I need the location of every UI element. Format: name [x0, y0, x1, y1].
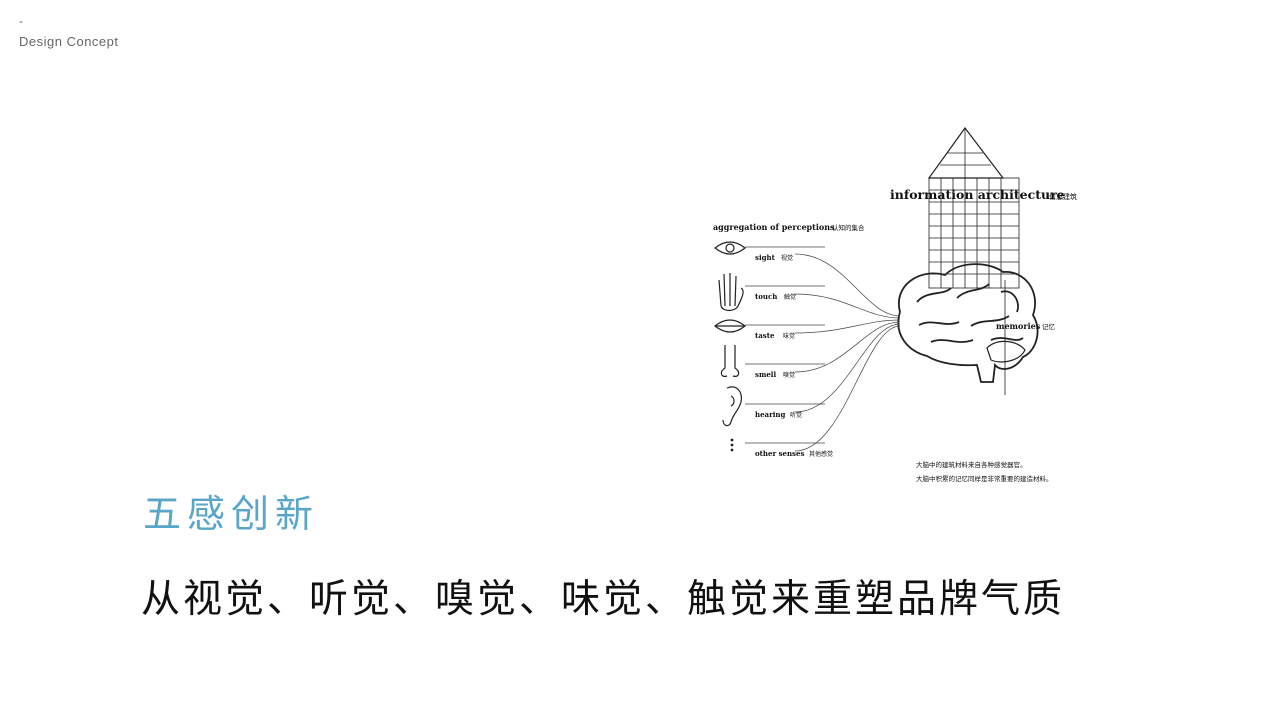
sense-hearing-cn: 听觉 — [790, 411, 802, 419]
sense-sight-en: sight — [755, 253, 776, 262]
ellipsis-icon — [730, 438, 734, 452]
sense-taste-en: taste — [755, 331, 775, 340]
hand-icon — [718, 273, 744, 312]
sense-taste-cn: 味觉 — [783, 332, 795, 340]
sense-sight-cn: 视觉 — [781, 254, 793, 262]
sense-other-cn: 其他感觉 — [809, 450, 833, 458]
sense-other-en: other senses — [755, 449, 804, 458]
title-en: information architecture — [890, 187, 1065, 202]
building-drawing — [927, 126, 1020, 395]
sense-hearing-en: hearing — [755, 410, 786, 419]
sense-connection-lines — [745, 246, 901, 452]
sense-smell-en: smell — [755, 370, 776, 379]
five-senses-illustration: information architecture 信息建筑 aggregatio… — [713, 126, 1077, 483]
sense-smell-cn: 嗅觉 — [783, 371, 795, 379]
memories-cn: 记忆 — [1042, 322, 1056, 331]
memories-en: memories — [996, 321, 1041, 331]
section-label: Design Concept — [19, 34, 119, 49]
eye-icon — [714, 241, 746, 255]
headline: 五感创新 — [143, 492, 320, 536]
mouth-icon — [714, 319, 746, 333]
nose-icon — [720, 345, 740, 377]
sense-touch-cn: 触觉 — [784, 293, 796, 301]
left-heading-cn: 认知的集合 — [832, 223, 865, 232]
brain-drawing — [897, 263, 1039, 383]
subline: 从视觉、听觉、嗅觉、味觉、触觉来重塑品牌气质 — [141, 577, 1066, 622]
title-cn: 信息建筑 — [1049, 192, 1077, 201]
caption-line-2: 大脑中积累的记忆同样是非常重要的建造材料。 — [916, 474, 1053, 483]
ear-icon — [722, 386, 742, 427]
left-heading-en: aggregation of perceptions — [713, 222, 835, 232]
header-dash: - — [19, 14, 23, 28]
section-header: - Design Concept — [19, 14, 119, 49]
sense-touch-en: touch — [755, 292, 777, 301]
caption-line-1: 大脑中的建筑材料来自各种感觉器官。 — [916, 460, 1027, 469]
